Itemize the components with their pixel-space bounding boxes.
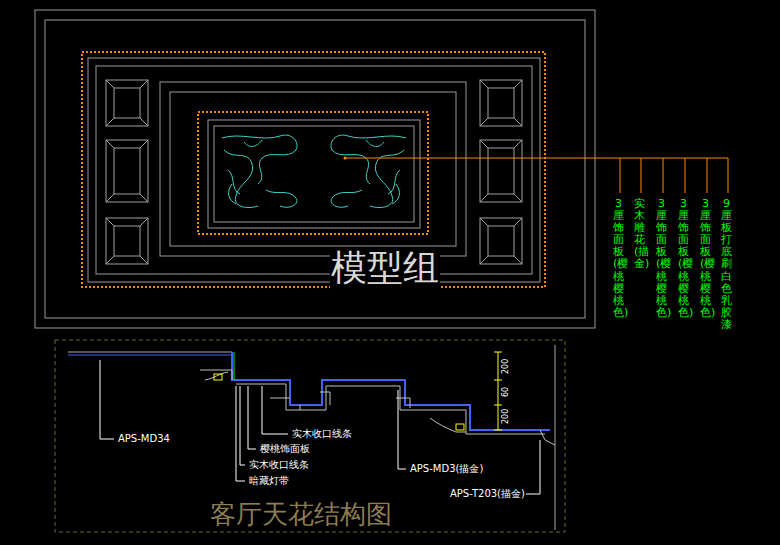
callout-label: APS-T203(描金) — [449, 488, 526, 499]
callout-label: 实木收口线条 — [291, 428, 353, 439]
material-note: 3厘饰面板(樱桃樱桃色) — [656, 198, 667, 319]
callout-label: 实木收口线条 — [248, 459, 310, 470]
material-note: 9厘板打底刷白色乳胶漆 — [721, 198, 732, 331]
callout-label: 樱桃饰面板 — [259, 443, 311, 454]
watermark: 模型组 — [330, 248, 440, 288]
dimension: 200 — [502, 358, 511, 375]
dimension: 200 — [502, 408, 511, 425]
callout-label: 暗藏灯带 — [248, 475, 290, 486]
material-note: 3厘饰面板(樱桃樱桃色) — [613, 198, 624, 319]
material-note: 实木雕花(描金) — [634, 198, 645, 271]
callout-label: APS-MD3(描金) — [409, 463, 484, 474]
drawing-title: 客厅天花结构图 — [210, 497, 392, 532]
callout-label: APS-MD34 — [117, 433, 171, 444]
dimension: 60 — [502, 386, 511, 398]
material-note: 3厘饰面板(樱桃樱桃色) — [678, 198, 689, 319]
material-note: 3厘饰面板(樱桃樱桃色) — [700, 198, 711, 319]
